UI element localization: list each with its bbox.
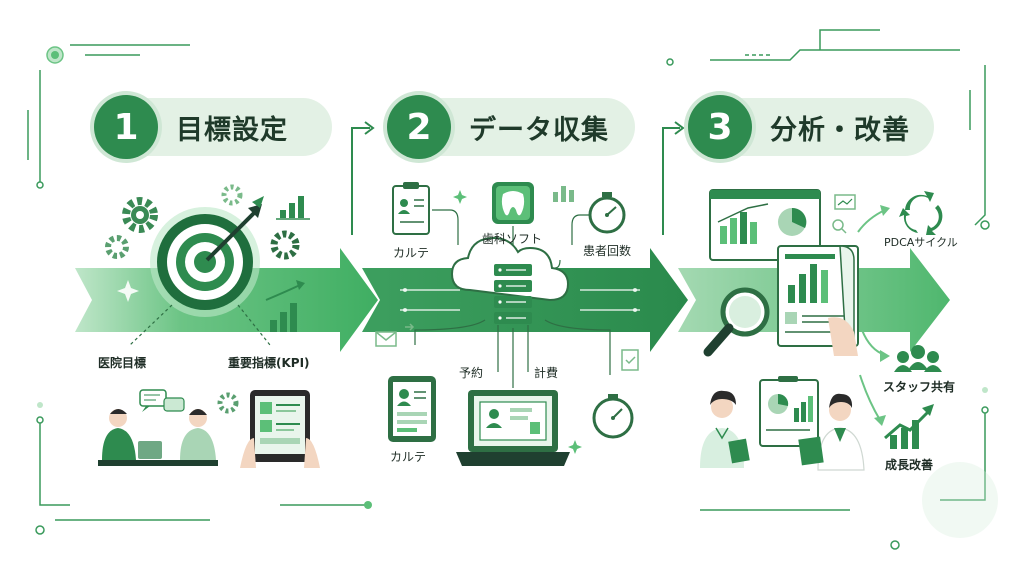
label-staff-share: スタッフ共有 bbox=[883, 380, 956, 394]
cloud-server-icon bbox=[450, 236, 570, 324]
connector-lines bbox=[414, 209, 611, 388]
step-1-pill: 1 目標設定 bbox=[94, 95, 332, 159]
laptop-icon bbox=[456, 390, 570, 466]
gear-icon bbox=[122, 197, 158, 233]
document-icon bbox=[621, 349, 639, 371]
step-2-number: 2 bbox=[387, 95, 451, 159]
chart-board-icon bbox=[759, 376, 819, 447]
step-1-title: 目標設定 bbox=[176, 114, 288, 146]
label-kpi: 重要指標(KPI) bbox=[228, 356, 310, 370]
bar-chart-icon bbox=[553, 186, 574, 202]
tooth-icon bbox=[492, 182, 534, 224]
target-arrow-icon bbox=[150, 196, 264, 317]
step-2-title: データ収集 bbox=[469, 114, 609, 146]
step-3-pill: 3 分析・改善 bbox=[688, 95, 934, 159]
label-growth: 成長改善 bbox=[885, 458, 934, 472]
label-visit-count: 患者回数 bbox=[583, 244, 632, 258]
step-3-title: 分析・改善 bbox=[770, 114, 910, 146]
clipboard-icon bbox=[392, 182, 430, 235]
hatched-circle bbox=[922, 462, 998, 538]
label-billing: 計費 bbox=[534, 366, 559, 380]
recycle-icon bbox=[899, 191, 943, 235]
step-2-pill: 2 データ収集 bbox=[387, 95, 635, 159]
growth-chart-icon bbox=[884, 404, 934, 449]
label-chart-bottom: カルテ bbox=[390, 450, 427, 464]
magnifier-icon bbox=[703, 287, 770, 357]
label-dental-software: 歯科ソフト bbox=[482, 232, 543, 246]
sparkle-icon bbox=[453, 190, 582, 454]
step-connectors bbox=[351, 121, 685, 235]
bar-chart-icon bbox=[276, 196, 310, 220]
dashed-connectors bbox=[129, 304, 271, 346]
nurse-icon bbox=[700, 390, 750, 468]
decorative-lines bbox=[27, 29, 990, 550]
dashboard-window-icon bbox=[709, 189, 821, 261]
magnifier-small-icon bbox=[832, 219, 847, 234]
label-chart-top: カルテ bbox=[393, 246, 430, 260]
tablet-hand-icon bbox=[240, 390, 320, 468]
step-1-number: 1 bbox=[94, 95, 158, 159]
stopwatch-icon bbox=[588, 192, 626, 234]
mail-icon bbox=[375, 323, 415, 347]
step-3-number: 3 bbox=[688, 95, 752, 159]
flow-arrows bbox=[857, 205, 890, 426]
gear-icon bbox=[221, 184, 243, 206]
report-document-icon bbox=[777, 245, 859, 356]
label-pdca: PDCAサイクル bbox=[884, 236, 958, 249]
people-meeting-icon bbox=[98, 389, 218, 466]
stopwatch-icon bbox=[592, 394, 634, 439]
gear-icon bbox=[105, 235, 129, 259]
small-chart-icon bbox=[834, 194, 856, 210]
gear-icon bbox=[270, 230, 300, 260]
doctor-icon bbox=[798, 393, 865, 471]
gear-icon bbox=[217, 392, 239, 414]
label-reservation: 予約 bbox=[459, 366, 484, 380]
growth-chart-icon bbox=[265, 280, 305, 332]
tablet-icon bbox=[388, 376, 436, 442]
label-clinic-goal: 医院目標 bbox=[98, 356, 147, 370]
team-icon bbox=[894, 345, 942, 372]
